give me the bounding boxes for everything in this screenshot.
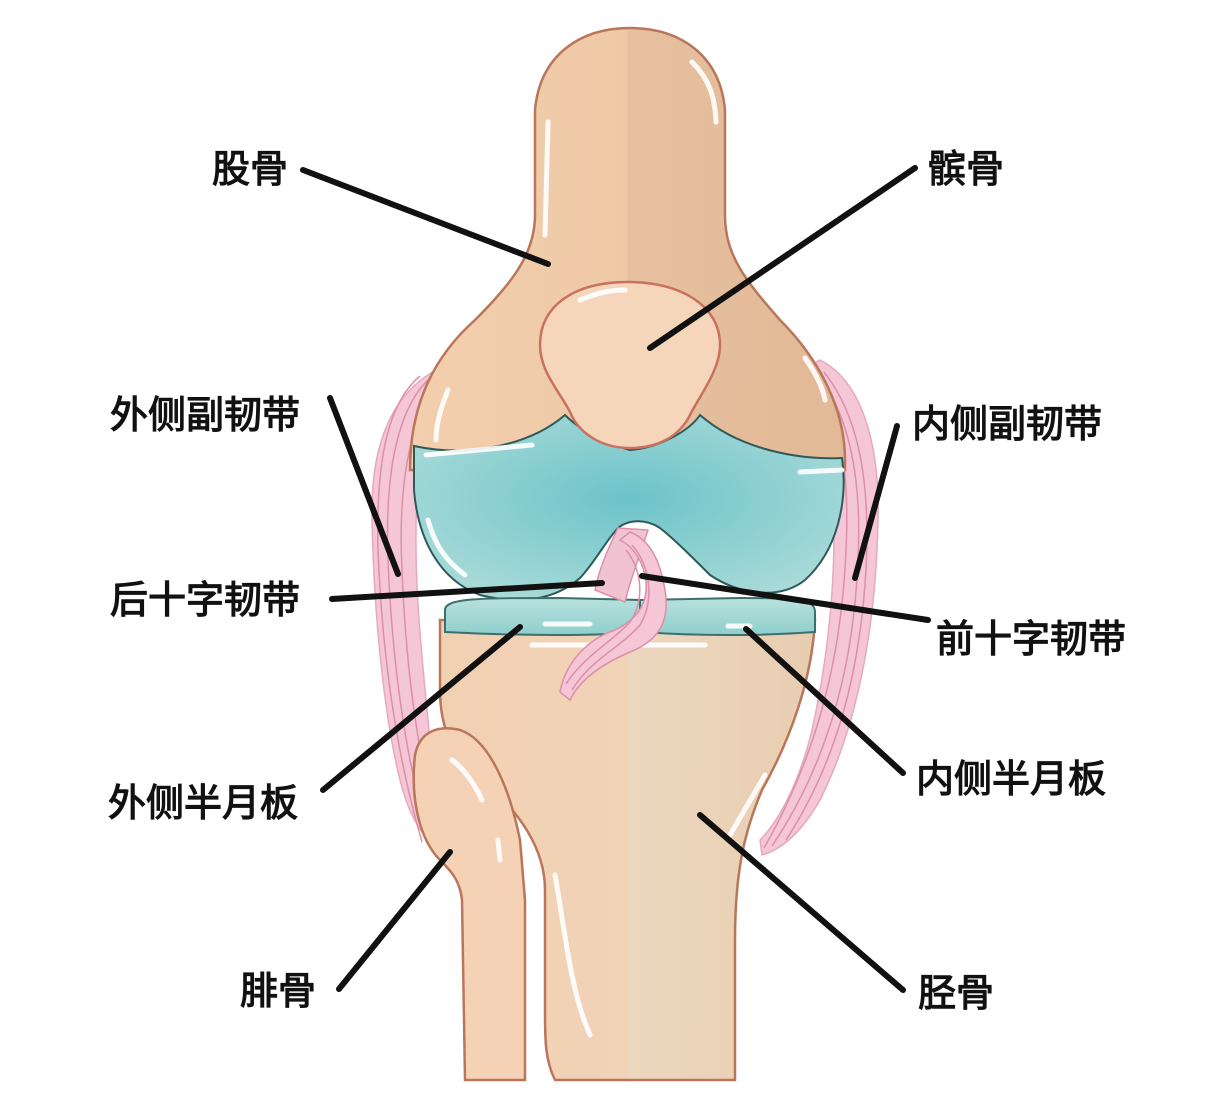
- femur-highlight: [433, 387, 451, 443]
- label-tibia: 胫骨: [918, 971, 994, 1015]
- label-medial-meniscus: 内侧半月板: [916, 757, 1106, 801]
- leader-posterior-cruciate: [329, 580, 605, 602]
- leader-lateral-meniscus: [320, 624, 523, 793]
- label-fibula: 腓骨: [240, 969, 316, 1013]
- femur-highlight: [689, 59, 719, 125]
- leader-femur: [300, 167, 551, 267]
- leader-lateral-collateral: [327, 395, 401, 577]
- tibia-highlight: [727, 772, 768, 838]
- leader-lines: [300, 165, 931, 993]
- label-lateral-collateral-ligament: 外侧副韧带: [110, 393, 300, 437]
- leader-medial-meniscus: [743, 626, 906, 776]
- cartilage-highlight: [425, 517, 468, 578]
- label-femur: 股骨: [212, 147, 288, 191]
- femur-highlight: [802, 355, 828, 403]
- leader-medial-collateral: [852, 423, 900, 581]
- label-posterior-cruciate-ligament: 后十字韧带: [110, 578, 300, 622]
- femur-highlight: [542, 119, 551, 238]
- lateral-meniscus: [444, 596, 641, 636]
- patella: [538, 280, 722, 450]
- fibula-highlight: [495, 837, 503, 863]
- label-medial-collateral-ligament: 内侧副韧带: [912, 402, 1102, 446]
- leader-patella: [647, 165, 918, 351]
- label-lateral-meniscus: 外侧半月板: [108, 781, 298, 825]
- patella-highlight: [577, 287, 628, 303]
- cartilage-highlight: [423, 442, 535, 458]
- femur: [408, 26, 847, 472]
- leader-tibia: [697, 812, 906, 993]
- label-patella: 髌骨: [928, 147, 1004, 191]
- fibula: [412, 727, 527, 1082]
- fibula-highlight: [449, 757, 485, 803]
- leader-fibula: [336, 849, 453, 992]
- cartilage-highlight: [669, 545, 703, 583]
- label-anterior-cruciate-ligament: 前十字韧带: [936, 617, 1126, 661]
- leader-anterior-cruciate: [639, 573, 931, 623]
- cartilage-highlight: [797, 467, 845, 475]
- tibia-highlight: [552, 872, 593, 1038]
